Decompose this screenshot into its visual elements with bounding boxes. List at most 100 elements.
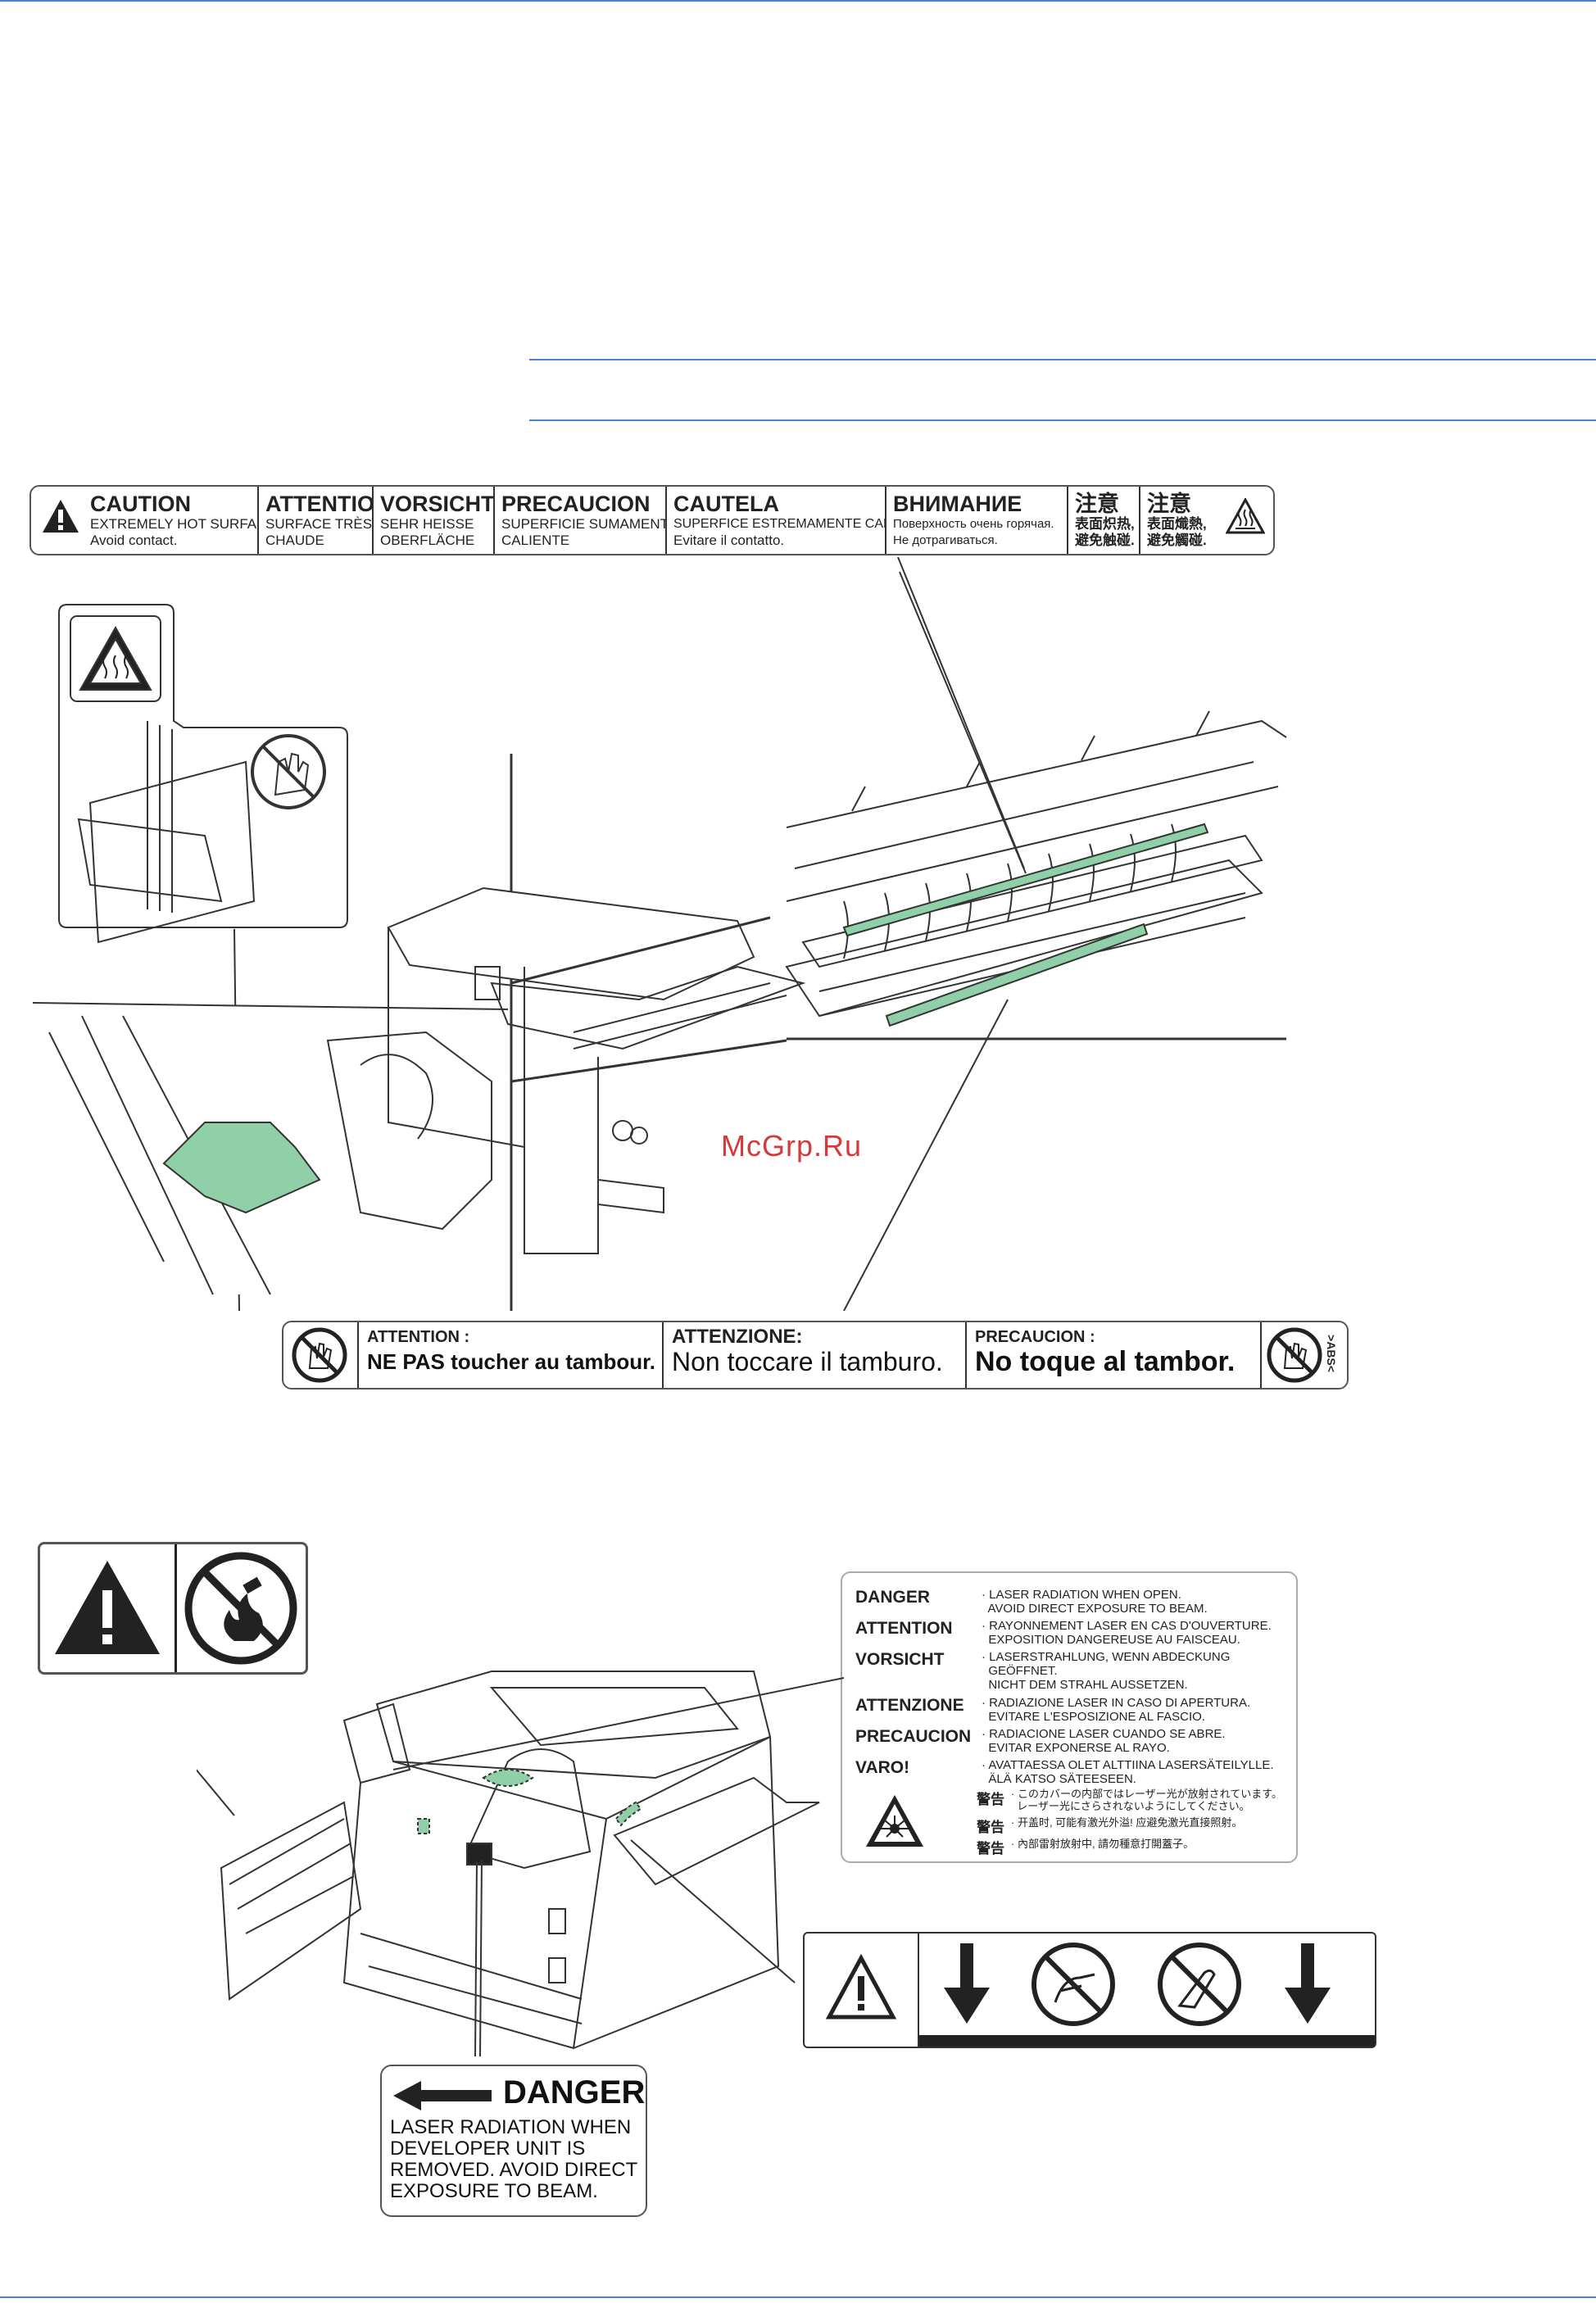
laser-warning-label: DANGER · LASER RADIATION WHEN OPEN. AVOI… bbox=[841, 1571, 1298, 1863]
printer-front-illustration bbox=[197, 1671, 845, 2057]
no-touch-hand-icon bbox=[292, 1327, 347, 1383]
caution-cell-ru: ВНИМАНИЕ Поверхность очень горячая. Не д… bbox=[886, 487, 1068, 554]
no-touch-hand-icon bbox=[1032, 1943, 1115, 2026]
caution-head: VORSICHT bbox=[380, 492, 495, 516]
drum-head: PRECAUCION : bbox=[975, 1328, 1095, 1346]
laser-text: · RADIACIONE LASER CUANDO SE ABRE. EVITA… bbox=[982, 1727, 1226, 1755]
no-fire-warning-label bbox=[38, 1542, 308, 1675]
caution-line1: EXTREMELY HOT SURFACE bbox=[90, 516, 259, 532]
caution-head: ВНИМАНИЕ bbox=[893, 492, 1022, 516]
laser-text: · LASERSTRAHLUNG, WENN ABDECKUNG GEÖFFNE… bbox=[982, 1650, 1231, 1692]
laser-text: · RADIAZIONE LASER IN CASO DI APERTURA. … bbox=[982, 1696, 1251, 1724]
laser-head: 警告 bbox=[977, 1792, 1004, 1807]
caution-line1: SUPERFICE ESTREMAMENTE CALDA bbox=[673, 517, 886, 531]
caution-cell-it: CAUTELA SUPERFICE ESTREMAMENTE CALDA Evi… bbox=[667, 487, 886, 554]
left-arrow-icon bbox=[393, 2081, 492, 2110]
developer-title: DANGER bbox=[503, 2074, 646, 2110]
caution-head: CAUTION bbox=[90, 492, 191, 516]
developer-line: LASER RADIATION WHEN bbox=[390, 2116, 632, 2138]
hot-surface-icon bbox=[1226, 498, 1265, 534]
drum-cell-es: PRECAUCION : No toque al tambor. bbox=[967, 1322, 1262, 1388]
caution-cell-en: CAUTION EXTREMELY HOT SURFACE Avoid cont… bbox=[31, 487, 259, 554]
drum-head: ATTENZIONE: bbox=[672, 1326, 803, 1348]
laser-text: · 开盖时, 可能有激光外溢! 应避免激光直接照射。 bbox=[1011, 1816, 1243, 1829]
icon-strip bbox=[919, 1943, 1375, 2047]
developer-danger-label: DANGER LASER RADIATION WHEN DEVELOPER UN… bbox=[380, 2065, 647, 2217]
drum-icon-cell-right: >ABS< bbox=[1262, 1322, 1347, 1388]
caution-line2: 避免觸碰. bbox=[1147, 533, 1207, 548]
laser-text: · RAYONNEMENT LASER EN CAS D'OUVERTURE. … bbox=[982, 1619, 1272, 1647]
caution-line1: 表面熾熱, bbox=[1147, 516, 1207, 532]
caution-cell-de: VORSICHT SEHR HEISSE OBERFLÄCHE bbox=[374, 487, 495, 554]
caution-line1: SURFACE TRÈS bbox=[265, 516, 373, 532]
caution-line2: Avoid contact. bbox=[90, 533, 178, 548]
warning-triangle-icon bbox=[55, 1561, 160, 1654]
laser-head: DANGER bbox=[855, 1588, 931, 1607]
laser-text: · LASER RADIATION WHEN OPEN. AVOID DIREC… bbox=[982, 1588, 1208, 1616]
caution-line1: SEHR HEISSE bbox=[380, 516, 474, 532]
bottom-rule bbox=[0, 2296, 1596, 2298]
caution-head: ATTENTION bbox=[265, 492, 374, 516]
laser-text: · 內部雷射放射中, 請勿種意打開蓋子。 bbox=[1011, 1838, 1195, 1850]
drum-head: ATTENTION : bbox=[367, 1328, 470, 1346]
laser-head: PRECAUCION bbox=[855, 1727, 972, 1746]
warning-triangle-icon bbox=[43, 500, 79, 533]
no-touch-arrow-label bbox=[803, 1932, 1376, 2048]
caution-cell-zh-tw: 注意 表面熾熱, 避免觸碰. bbox=[1140, 487, 1273, 554]
no-fire-icon bbox=[184, 1552, 297, 1665]
caution-line2: Не дотрагиваться. bbox=[893, 533, 998, 547]
laser-head: VORSICHT bbox=[855, 1650, 945, 1669]
laser-head: VARO! bbox=[855, 1758, 910, 1777]
caution-head: CAUTELA bbox=[673, 492, 779, 516]
caution-line2: CHAUDE bbox=[265, 533, 324, 548]
warning-triangle-icon bbox=[825, 1953, 897, 2020]
caution-cell-es: PRECAUCION SUPERFICIE SUMAMENTE CALIENTE bbox=[495, 487, 667, 554]
developer-text: LASER RADIATION WHEN DEVELOPER UNIT IS R… bbox=[390, 2117, 637, 2202]
caution-line2: OBERFLÄCHE bbox=[380, 533, 475, 548]
drum-cell-it: ATTENZIONE: Non toccare il tamburo. bbox=[664, 1322, 967, 1388]
warning-cell bbox=[40, 1544, 177, 1672]
material-mark: >ABS< bbox=[1324, 1335, 1338, 1372]
drum-text: Non toccare il tamburo. bbox=[672, 1347, 943, 1376]
laser-text: · AVATTAESSA OLET ALTTIINA LASERSÄTEILYL… bbox=[982, 1758, 1274, 1786]
caution-line2: Evitare il contatto. bbox=[673, 533, 785, 548]
caution-line1: 表面炽热, bbox=[1075, 516, 1135, 532]
fuser-area-illustration bbox=[32, 557, 1287, 1311]
top-rule bbox=[0, 0, 1596, 2]
watermark-text: McGrp.Ru bbox=[721, 1129, 863, 1163]
caution-cell-fr: ATTENTION SURFACE TRÈS CHAUDE bbox=[259, 487, 374, 554]
caution-head: 注意 bbox=[1147, 492, 1191, 516]
caution-line2: 避免触碰. bbox=[1075, 533, 1135, 548]
drum-text: No toque al tambor. bbox=[975, 1346, 1236, 1377]
section-rule-upper bbox=[529, 359, 1596, 360]
down-arrow-icon bbox=[944, 1943, 990, 2024]
caution-line2: CALIENTE bbox=[501, 533, 570, 548]
drum-closeup bbox=[32, 754, 513, 1311]
developer-line: REMOVED. AVOID DIRECT bbox=[390, 2159, 638, 2181]
caution-line1: SUPERFICIE SUMAMENTE bbox=[501, 516, 667, 532]
caution-head: 注意 bbox=[1075, 492, 1119, 516]
laser-hazard-icon bbox=[866, 1795, 923, 1847]
no-fire-cell bbox=[177, 1544, 306, 1672]
developer-line: DEVELOPER UNIT IS bbox=[390, 2138, 586, 2160]
laser-head: 警告 bbox=[977, 1820, 1004, 1835]
developer-line: EXPOSURE TO BEAM. bbox=[390, 2180, 598, 2202]
caution-line1: Поверхность очень горячая. bbox=[893, 517, 1054, 531]
drum-do-not-touch-label: ATTENTION : NE PAS toucher au tambour. A… bbox=[282, 1321, 1349, 1390]
printer-illustration bbox=[387, 886, 806, 1254]
drum-cell-fr: ATTENTION : NE PAS toucher au tambour. bbox=[359, 1322, 664, 1388]
down-arrow-icon bbox=[1285, 1943, 1331, 2024]
fuser-closeup bbox=[785, 557, 1287, 1311]
laser-text: · このカバーの内部ではレーザー光が放射されています。 レーザー光にさらされない… bbox=[1011, 1788, 1282, 1812]
no-touch-hand-icon bbox=[1267, 1327, 1322, 1383]
drum-text: NE PAS toucher au tambour. bbox=[367, 1349, 656, 1374]
no-touch-finger-icon bbox=[1158, 1943, 1241, 2026]
caution-head: PRECAUCION bbox=[501, 492, 651, 516]
drum-icon-cell bbox=[283, 1322, 359, 1388]
caution-hot-surface-label: CAUTION EXTREMELY HOT SURFACE Avoid cont… bbox=[29, 485, 1275, 555]
section-rule-lower bbox=[529, 419, 1596, 421]
warning-cell bbox=[805, 1934, 919, 2047]
laser-head: ATTENTION bbox=[855, 1619, 953, 1638]
caution-cell-zh-cn: 注意 表面炽热, 避免触碰. bbox=[1068, 487, 1140, 554]
laser-head: ATTENZIONE bbox=[855, 1696, 964, 1715]
